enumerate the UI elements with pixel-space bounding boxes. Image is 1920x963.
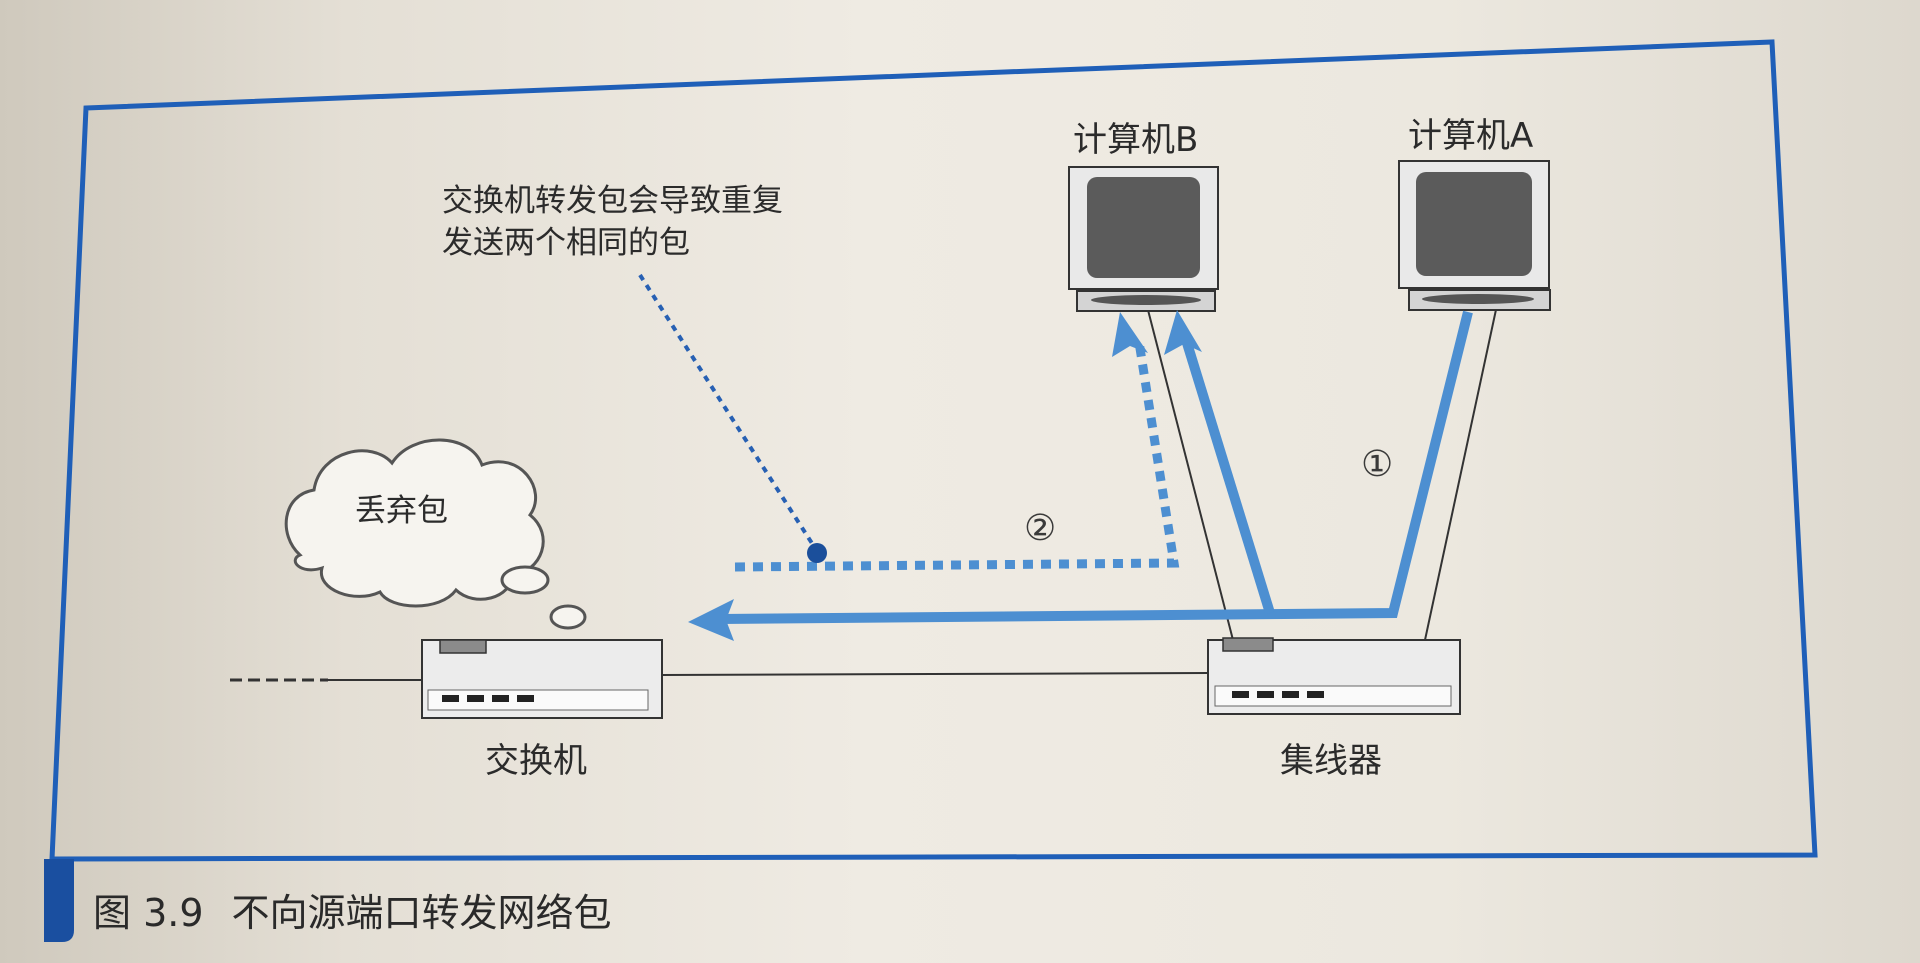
annotation-pointer: [638, 273, 817, 550]
switch-icon: [421, 639, 663, 719]
switch-label: 交换机: [485, 741, 587, 781]
cable-computer-a: [1424, 304, 1498, 641]
figure-border: [49, 39, 1818, 862]
computer-a-label: 计算机A: [1408, 116, 1534, 156]
annotation-line-2: 发送两个相同的包: [442, 225, 690, 261]
cable-computer-b: [1147, 309, 1234, 641]
arrowhead-duplicate: [1112, 312, 1148, 357]
caption-tab: [44, 859, 74, 942]
thought-cloud: [284, 438, 587, 630]
arrowhead-to-switch: [688, 599, 734, 641]
annotation-line-1: 交换机转发包会导致重复: [442, 183, 783, 219]
arrowhead-to-computer-b: [1164, 310, 1202, 355]
step-2-marker: ②: [1024, 508, 1057, 549]
computer-b-label: 计算机B: [1073, 120, 1199, 160]
annotation-text: 交换机转发包会导致重复 发送两个相同的包: [442, 180, 783, 264]
hub-label: 集线器: [1280, 741, 1382, 781]
step-1-marker: ①: [1361, 444, 1394, 485]
computer-a-icon: [1398, 160, 1551, 311]
packet-path-arrow: [719, 310, 1473, 624]
switch-hub-cable: [661, 672, 1209, 676]
cloud-text: 丢弃包: [355, 493, 448, 529]
caption-number: 图 3.9: [93, 891, 204, 935]
caption-title: 不向源端口转发网络包: [231, 891, 612, 935]
duplicate-packet-arrow: [734, 341, 1180, 572]
hub-icon: [1207, 637, 1461, 715]
computer-b-icon: [1068, 166, 1219, 312]
figure-caption: 图 3.9 不向源端口转发网络包: [93, 882, 612, 937]
annotation-dot: [807, 543, 827, 563]
